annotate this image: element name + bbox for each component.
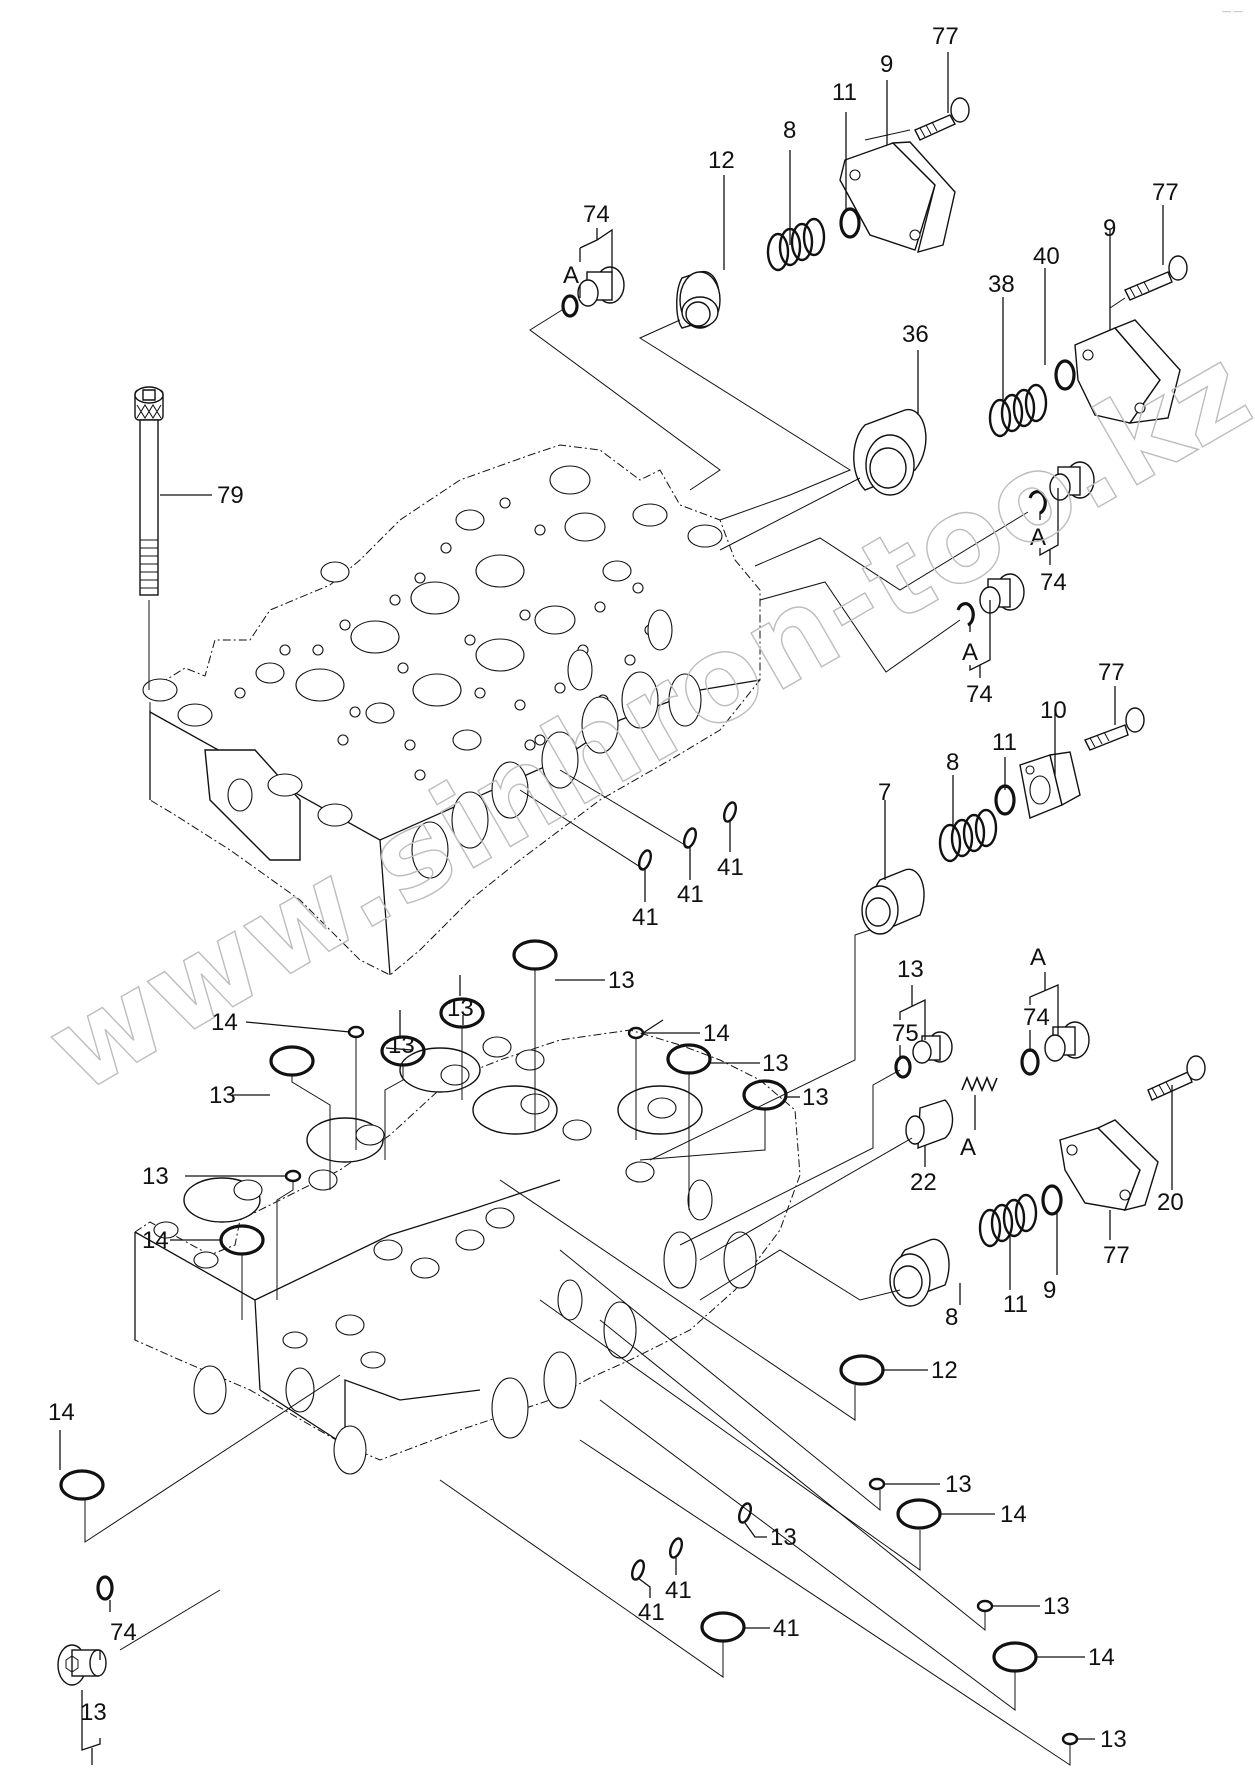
callout-38: 38	[988, 271, 1015, 298]
callout-79: 79	[217, 482, 244, 509]
spool-12-low[interactable]	[889, 1238, 950, 1307]
callout-12: 12	[708, 147, 735, 174]
callout-9: 77	[1103, 1242, 1130, 1269]
o-rings-41	[630, 801, 753, 1581]
lower-valve-body[interactable]	[134, 1029, 801, 1475]
callout-36: 36	[902, 321, 929, 348]
callout-74: 74	[966, 681, 993, 708]
lower-plate-pads	[153, 1036, 703, 1369]
callout-13: 13	[762, 1050, 789, 1077]
spring-8-mid[interactable]	[938, 808, 998, 863]
callout-13: 13	[209, 1082, 236, 1109]
callout-13: 14	[142, 1227, 169, 1254]
bolt-77-right[interactable]	[1084, 707, 1145, 751]
callout-74: A	[1030, 944, 1046, 971]
callout-41: 41	[665, 1577, 692, 1604]
poppet-20[interactable]	[905, 1099, 954, 1150]
oring-11-mid[interactable]	[994, 784, 1016, 816]
plug-74-bottom-left[interactable]	[57, 1575, 114, 1686]
callout-13: 13	[802, 1084, 829, 1111]
spring-8-low[interactable]	[978, 1193, 1038, 1248]
callout-11: 11	[832, 79, 857, 106]
callout-13: 14	[48, 1399, 75, 1426]
callout-41: 41	[717, 854, 744, 881]
callout-22: A	[960, 1134, 976, 1161]
callout-13: 12	[931, 1357, 958, 1384]
callout-40: 40	[1033, 243, 1060, 270]
callout-a: 74	[1023, 1004, 1050, 1031]
callout-8: 11	[1003, 1291, 1028, 1318]
corner-mark: — —	[1222, 6, 1243, 16]
plug-74-top[interactable]	[561, 266, 625, 318]
callout-9: 9	[880, 51, 893, 78]
plug-74-right-lower[interactable]	[956, 573, 1025, 627]
callout-7: 7	[878, 779, 891, 806]
spool-7[interactable]	[861, 868, 925, 935]
top-plate-holes	[234, 465, 656, 781]
lower-side-ports	[193, 1179, 757, 1475]
callout-leaders	[59, 52, 1173, 1765]
bolt-77-low[interactable]	[1147, 1055, 1206, 1101]
oring-11-low[interactable]	[1041, 1184, 1063, 1216]
callout-77: 77	[1152, 179, 1179, 206]
callout-74: 74	[583, 201, 610, 228]
cover-10[interactable]	[1019, 751, 1081, 819]
callout-10: 10	[1040, 697, 1067, 724]
oring-11-top[interactable]	[839, 207, 861, 239]
callout-12: 8	[945, 1304, 958, 1331]
oring-40[interactable]	[1054, 359, 1076, 391]
callout-8: 8	[783, 117, 796, 144]
spring-22[interactable]	[961, 1075, 998, 1093]
callout-13: 14	[1088, 1644, 1115, 1671]
callout-a: 75	[892, 1020, 919, 1047]
callout-a: A	[962, 639, 978, 666]
callout-13: 13	[608, 967, 635, 994]
callout-11: 9	[1043, 1277, 1056, 1304]
callout-a: A	[1030, 524, 1046, 551]
bolt-77-top[interactable]	[864, 97, 970, 141]
callout-41: 13	[770, 1524, 797, 1551]
callout-a: 74	[110, 1619, 137, 1646]
callout-77: 77	[1098, 659, 1125, 686]
callout-74: 74	[1040, 569, 1067, 596]
callout-9: 9	[1103, 215, 1116, 242]
plug-74-right-upper[interactable]	[1028, 461, 1095, 515]
callout-41: 41	[638, 1599, 665, 1626]
callout-14: 13	[142, 1163, 169, 1190]
spring-8-top[interactable]	[766, 217, 826, 272]
callout-14: 13	[1100, 1726, 1127, 1753]
side-ports	[411, 609, 702, 879]
callout-13: 14	[1000, 1501, 1027, 1528]
callout-14: 13	[945, 1471, 972, 1498]
cover-9-mid[interactable]	[1074, 319, 1181, 424]
callout-13: 41	[773, 1615, 800, 1642]
callout-77: 77	[932, 23, 959, 50]
plug-75[interactable]	[894, 1031, 953, 1079]
callout-77: 20	[1157, 1189, 1184, 1216]
callout-14: 13	[1043, 1593, 1070, 1620]
callout-14: 14	[703, 1020, 730, 1047]
plunger-36[interactable]	[853, 409, 927, 496]
callout-13: 13	[388, 1032, 415, 1059]
callout-13: 13	[447, 995, 474, 1022]
long-bolt-79[interactable]	[134, 386, 164, 690]
cover-9-top[interactable]	[839, 141, 956, 254]
callout-75: 13	[897, 956, 924, 983]
spring-38[interactable]	[988, 383, 1048, 438]
callout-20: 22	[910, 1169, 937, 1196]
upper-valve-body[interactable]	[142, 444, 761, 976]
assembly-lines	[84, 309, 1071, 1766]
callout-41: 41	[677, 881, 704, 908]
cover-9-low[interactable]	[1059, 1119, 1159, 1212]
callout-41: 41	[632, 904, 659, 931]
callout-labels: 77 9 11 8 12 74 A 77 9 40 38 36 79 74 A …	[48, 23, 1184, 1753]
callout-a: A	[563, 262, 579, 289]
callout-11: 11	[992, 729, 1017, 756]
bolt-77-mid[interactable]	[1109, 255, 1188, 309]
callout-14: 14	[211, 1009, 238, 1036]
callout-8: 8	[946, 749, 959, 776]
callout-74: 13	[80, 1699, 107, 1726]
spool-12-top[interactable]	[676, 270, 721, 329]
